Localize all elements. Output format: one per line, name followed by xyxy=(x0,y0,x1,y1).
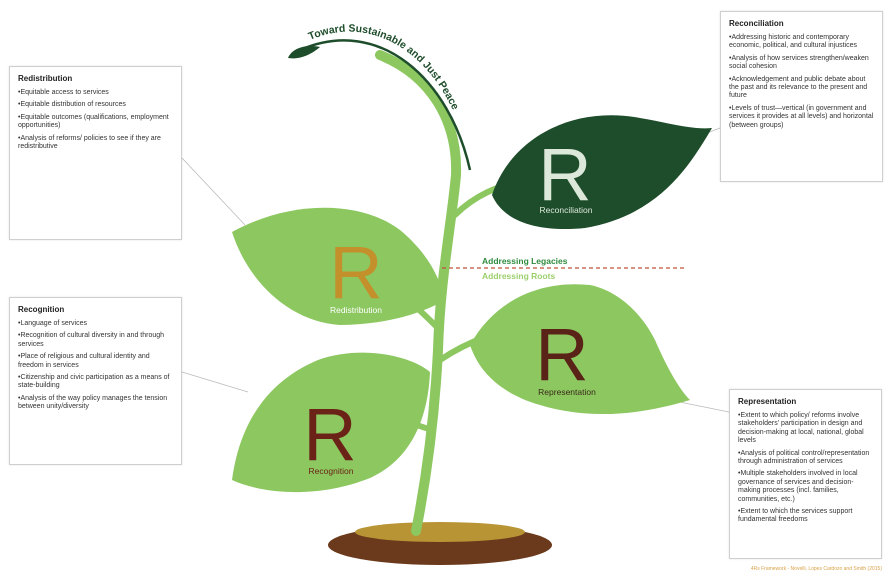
redistribution-box: Redistribution •Equitable access to serv… xyxy=(9,66,182,240)
list-item: •Multiple stakeholders involved in local… xyxy=(738,470,858,503)
list-item: •Recognition of cultural diversity in an… xyxy=(18,332,165,348)
list-item: •Analysis of the way policy manages the … xyxy=(18,394,168,411)
sprout-leaf xyxy=(288,46,320,59)
leaf-redistribution-label: Redistribution xyxy=(330,305,382,315)
reconciliation-box-title: Reconciliation xyxy=(729,19,784,28)
leaf-recognition-label: Recognition xyxy=(309,466,354,476)
reconciliation-box: Reconciliation •Addressing historic and … xyxy=(720,11,883,182)
list-item: •Language of services xyxy=(18,320,87,327)
list-item: •Extent to which policy/ reforms involve… xyxy=(738,412,864,445)
list-item: •Levels of trust—vertical (in government… xyxy=(729,104,874,129)
list-item: •Analysis of how services strengthen/wea… xyxy=(729,54,869,71)
addressing-roots-label: Addressing Roots xyxy=(482,271,555,281)
representation-box-title: Representation xyxy=(738,397,797,406)
list-item: •Place of religious and cultural identit… xyxy=(18,353,150,369)
list-item: •Equitable distribution of resources xyxy=(18,101,126,109)
leaf-representation xyxy=(470,284,690,415)
leaf-recognition-letter: R xyxy=(303,393,356,476)
leaf-reconciliation-label: Reconciliation xyxy=(540,205,593,215)
redistribution-list: •Equitable access to services •Equitable… xyxy=(18,89,173,151)
recognition-list: •Language of services •Recognition of cu… xyxy=(18,320,173,412)
leaf-representation-letter: R xyxy=(535,313,588,396)
addressing-legacies-label: Addressing Legacies xyxy=(482,256,568,266)
leaf-recognition xyxy=(232,352,430,493)
leaf-reconciliation-letter: R xyxy=(538,133,591,216)
list-item: •Addressing historic and contemporary ec… xyxy=(729,34,858,50)
list-item: •Citizenship and civic participation as … xyxy=(18,374,170,390)
representation-list: •Extent to which policy/ reforms involve… xyxy=(738,412,873,525)
recognition-box-title: Recognition xyxy=(18,305,65,314)
recognition-box: Recognition •Language of services •Recog… xyxy=(9,297,182,465)
connector-redistribution xyxy=(181,157,246,226)
redistribution-box-title: Redistribution xyxy=(18,74,73,83)
list-item: •Analysis of reforms/ policies to see if… xyxy=(18,134,161,151)
leaf-representation-label: Representation xyxy=(538,387,596,397)
list-item: •Extent to which the services support fu… xyxy=(738,508,853,524)
representation-box: Representation •Extent to which policy/ … xyxy=(729,389,882,559)
stem xyxy=(375,50,462,536)
reconciliation-list: •Addressing historic and contemporary ec… xyxy=(729,34,874,130)
list-item: •Acknowledgement and public debate about… xyxy=(729,75,868,100)
connector-recognition xyxy=(181,371,249,393)
leaf-redistribution xyxy=(232,207,445,325)
banner-arc xyxy=(299,39,472,171)
list-item: •Equitable access to services xyxy=(18,89,109,96)
leaf-redistribution-letter: R xyxy=(329,231,382,314)
soil-top xyxy=(355,522,525,542)
leaf-reconciliation xyxy=(492,115,712,230)
list-item: •Analysis of political control/represent… xyxy=(738,449,870,466)
framework-citation: 4Rs Framework - Novelli, Lopes Cardozo a… xyxy=(750,566,882,572)
list-item: •Equitable outcomes (qualifications, emp… xyxy=(18,113,169,130)
